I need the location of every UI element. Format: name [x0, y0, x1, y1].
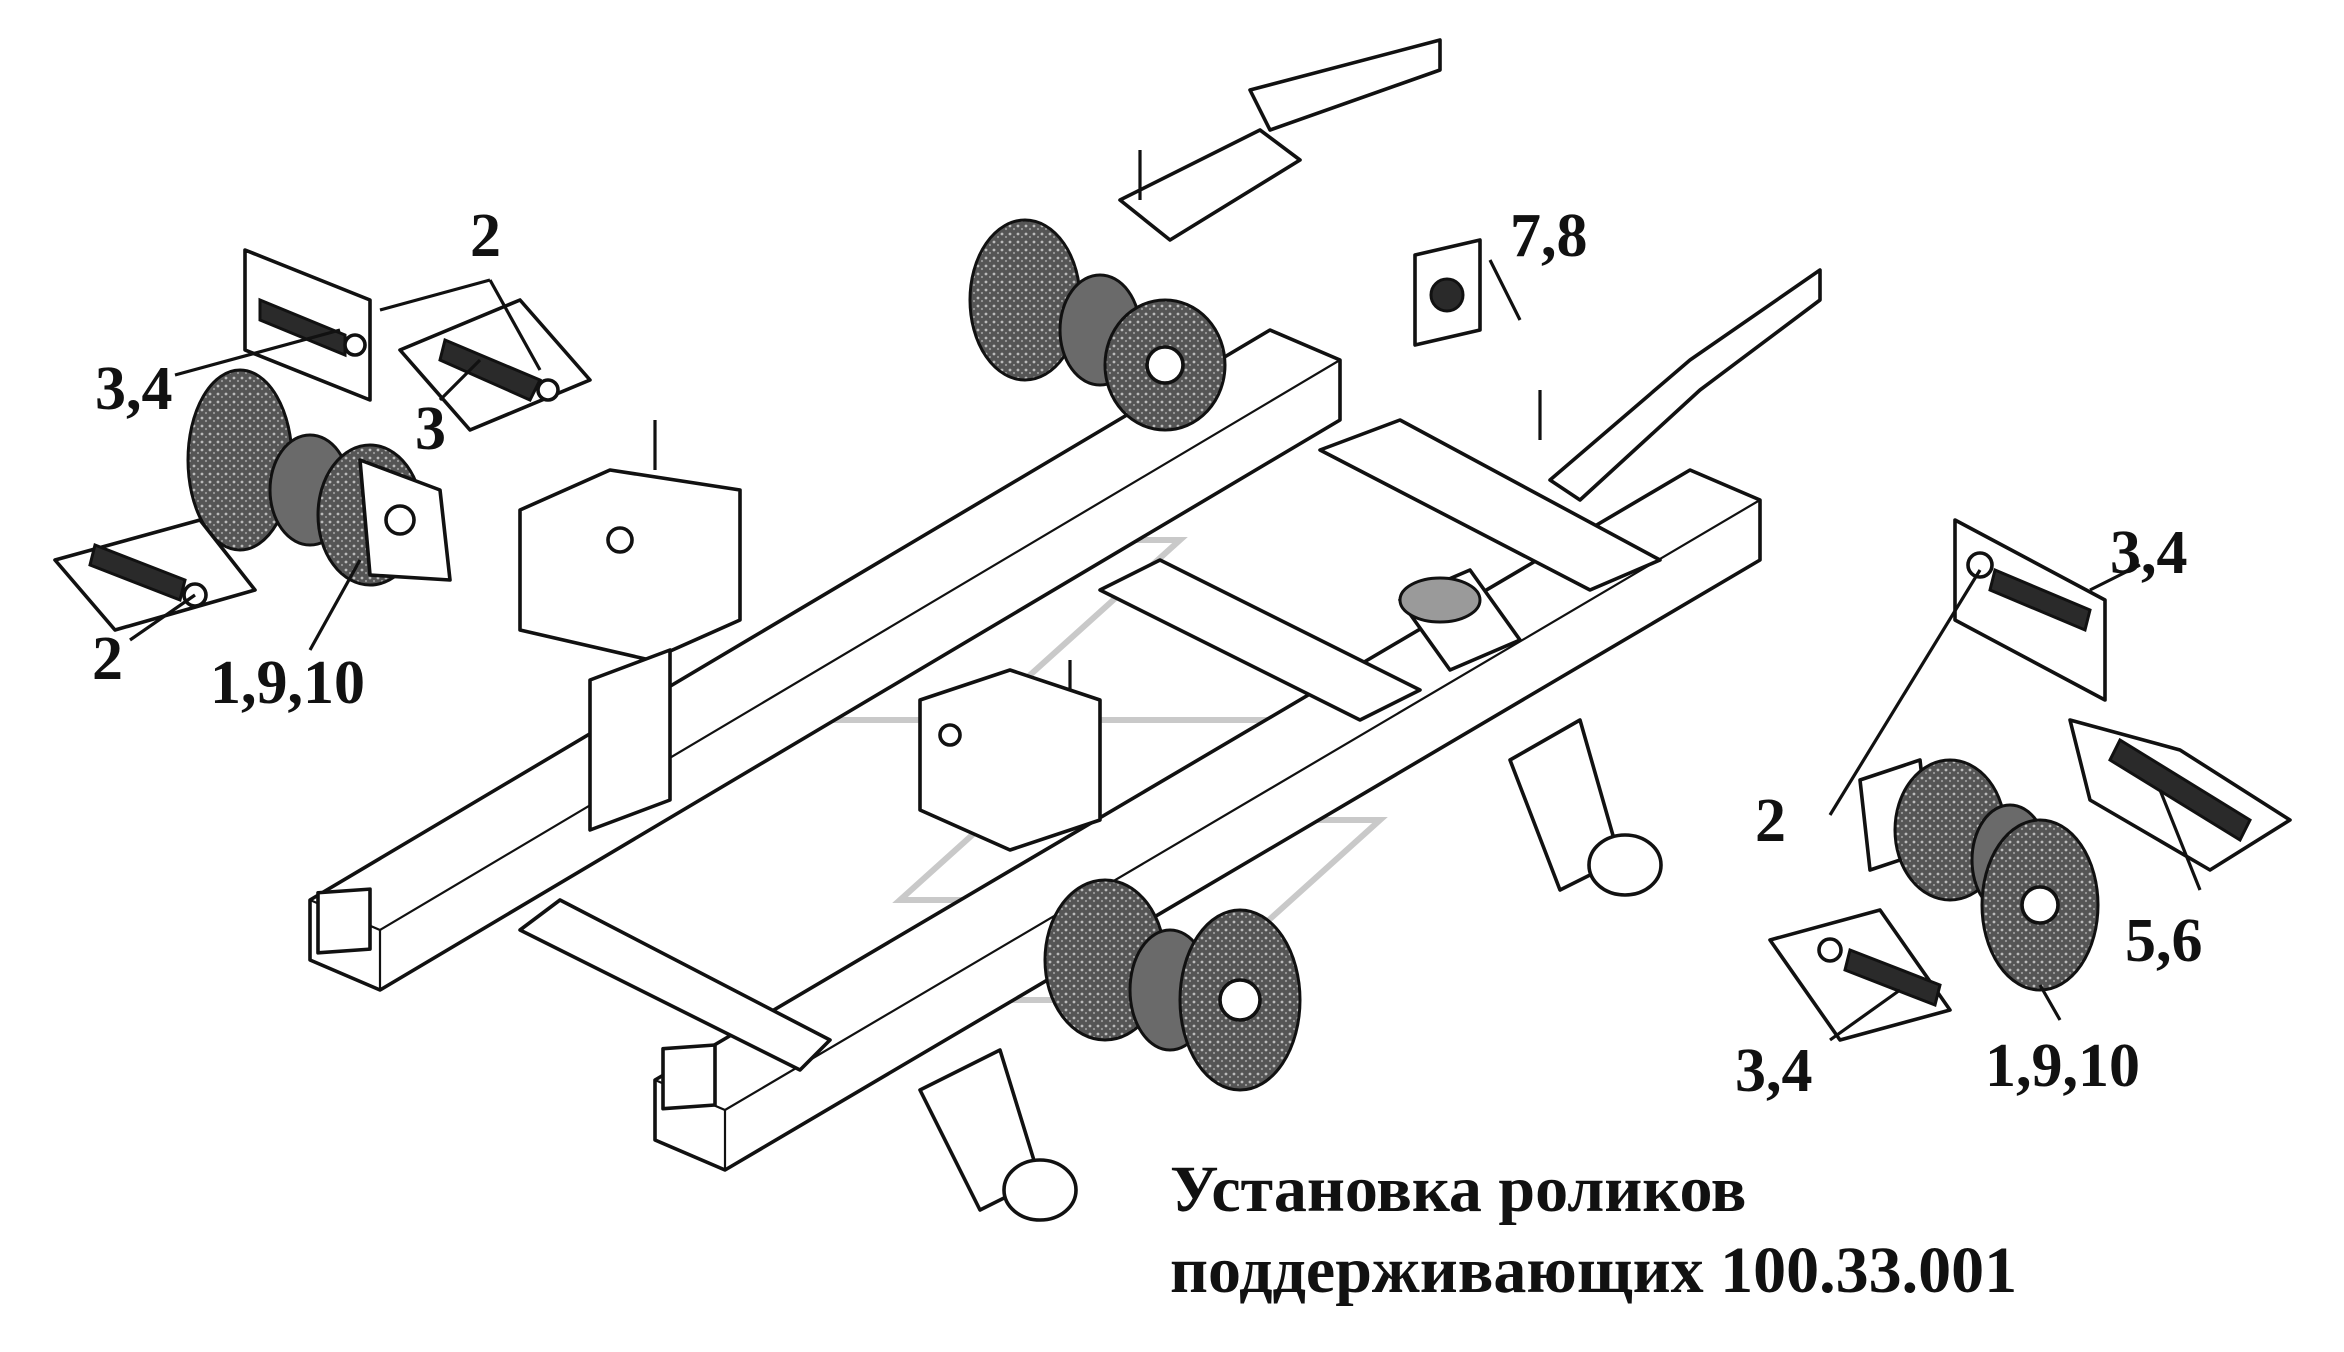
caption-line-1: Установка роликов — [1170, 1153, 1747, 1226]
callout-1-9-10-right: 1,9,10 — [1985, 1032, 2140, 1100]
fastener-panels-right — [1413, 238, 2292, 1042]
roller-center — [1043, 878, 1302, 1092]
caption-line-2: поддерживающих 100.33.001 — [1170, 1233, 2018, 1307]
roller-top — [968, 218, 1227, 432]
frame-left-beam — [308, 328, 1342, 992]
callout-7-8: 7,8 — [1510, 202, 1588, 270]
leader-lines — [129, 259, 2202, 1042]
callout-5-6: 5,6 — [2125, 907, 2203, 975]
mounting-bracket-center — [918, 660, 1102, 852]
roller-left-exploded — [186, 368, 452, 587]
callout-1-9-10-left: 1,9,10 — [210, 649, 365, 717]
diagram-caption: Установка роликов поддерживающих 100.33.… — [1170, 1150, 2017, 1311]
upper-brackets — [1118, 38, 1822, 502]
callout-2-left: 2 — [92, 625, 123, 693]
callout-3-4-right-top: 3,4 — [2110, 519, 2188, 587]
frame-cross-members — [518, 418, 1662, 1072]
callout-3: 3 — [415, 395, 446, 463]
callout-3-4-left: 3,4 — [95, 355, 173, 423]
callout-3-4-right-bottom: 3,4 — [1735, 1037, 1813, 1105]
fastener-panels-left — [53, 248, 592, 632]
callout-2-right: 2 — [1755, 787, 1786, 855]
callout-2-top: 2 — [470, 202, 501, 270]
mounting-bracket-left — [518, 420, 742, 832]
frame-hangers — [918, 718, 1663, 1222]
roller-right-exploded — [1858, 758, 2100, 992]
